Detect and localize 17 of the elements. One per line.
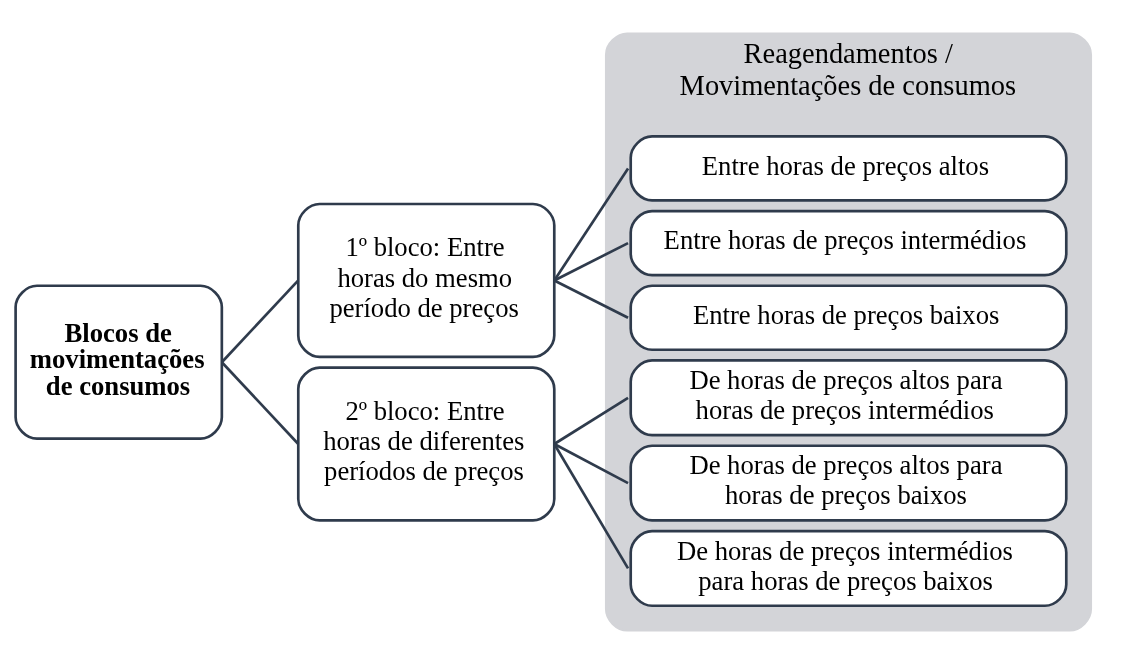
node-box: De horas de preços altos para horas de preços baixos bbox=[629, 443, 1068, 522]
connector bbox=[553, 396, 629, 445]
node-box: Entre horas de preços intermédios bbox=[629, 209, 1068, 276]
connector bbox=[553, 241, 629, 282]
node-box: Blocos de movimentações de consumos bbox=[14, 283, 224, 440]
node-box: Entre horas de preços baixos bbox=[629, 283, 1068, 351]
connector bbox=[220, 360, 300, 445]
connector bbox=[553, 278, 629, 319]
connector bbox=[220, 279, 300, 363]
connector bbox=[553, 167, 630, 281]
node-box: 1º bloco: Entre horas do mesmo período de preços bbox=[296, 202, 556, 358]
node-box: Entre horas de preços altos bbox=[629, 134, 1068, 202]
node-box: De horas de preços altos para horas de preços intermédios bbox=[629, 358, 1068, 436]
node-box: 2º bloco: Entre horas de diferentes períodos de preços bbox=[296, 365, 556, 522]
connector bbox=[553, 442, 629, 484]
connector bbox=[553, 442, 630, 569]
node-box: De horas de preços intermédios para horas de preços baixos bbox=[629, 529, 1068, 607]
